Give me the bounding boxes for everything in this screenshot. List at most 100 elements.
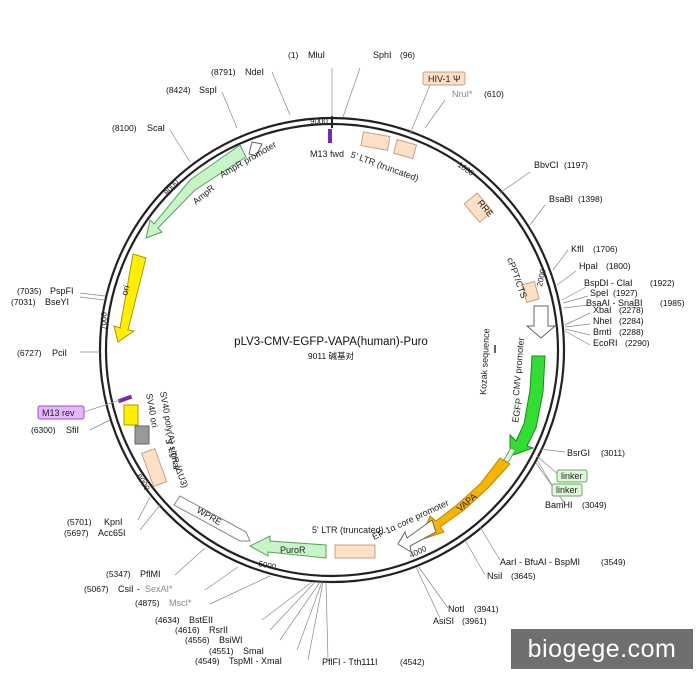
- ampr-promoter-box: [248, 141, 263, 157]
- site-tspmi-pos: (4549): [195, 656, 220, 666]
- watermark-logo: biogege.com: [511, 629, 693, 669]
- site-msci: MscI*: [169, 598, 192, 608]
- site-acc65i-pos: (5697): [64, 528, 89, 538]
- site-spei-pos: (1927): [613, 288, 638, 298]
- site-bsabi: BsaBI: [549, 194, 573, 204]
- site-sfii-pos: (6300): [31, 425, 56, 435]
- site-hpai-pos: (1800): [606, 261, 631, 271]
- site-pcii-pos: (6727): [17, 348, 42, 358]
- site-bbvci-pos: (1197): [564, 160, 588, 170]
- site-bspdi-pos: (1922): [650, 278, 675, 288]
- ltr5b-box: [334, 544, 376, 559]
- m13-fwd-marker: [328, 129, 332, 143]
- ampr-arrow: [145, 144, 247, 239]
- sv40-ori-box: [123, 404, 139, 426]
- site-nhei-pos: (2284): [619, 316, 644, 326]
- sv40-polya-label: SV40 poly(A) signal: [158, 391, 182, 471]
- site-labels: (1) MluI SphI (96) NruI* (610) BbvCI (11…: [11, 50, 685, 667]
- cppt-label: cPPT/CTS: [505, 256, 529, 299]
- site-pspfi-pos: (7035): [17, 286, 42, 296]
- egfp-label: EGFP: [510, 397, 524, 423]
- site-rsrii-pos: (4616): [175, 625, 200, 635]
- site-scai-pos: (8100): [112, 123, 137, 133]
- site-scai: ScaI: [147, 123, 165, 133]
- sv40-polya-box: [134, 425, 150, 445]
- site-bsteii-pos: (4634): [155, 615, 180, 625]
- site-noti-pos: (3941): [474, 604, 499, 614]
- site-aari: AarI - BfuAI - BspMI: [500, 557, 580, 567]
- site-csii-pos: (5067): [84, 584, 109, 594]
- site-bsrgi: BsrGI: [567, 448, 590, 458]
- tick-7000: 7000: [99, 311, 109, 330]
- site-sphi-pos: (96): [400, 50, 415, 60]
- site-ndei-pos: (8791): [211, 67, 236, 77]
- wpre-box: [173, 495, 251, 542]
- plasmid-title: pLV3-CMV-EGFP-VAPA(human)-Puro: [234, 336, 428, 348]
- site-bsiwi-pos: (4556): [185, 635, 210, 645]
- site-sphi: SphI: [373, 50, 392, 60]
- ef1a-arrow: [397, 519, 437, 554]
- ltr3-box: [140, 447, 168, 487]
- kozak-label: Kozak sequence: [478, 328, 491, 395]
- rre-box: [463, 192, 494, 224]
- site-ndei: NdeI: [245, 67, 264, 77]
- site-nrui: NruI*: [452, 89, 473, 99]
- site-msci-pos: (4875): [135, 598, 160, 608]
- ltr5-box-1: [360, 131, 391, 151]
- site-bamhi: BamHI: [545, 500, 573, 510]
- site-spei: SpeI: [590, 288, 609, 298]
- m13-rev-label: M13 rev: [42, 408, 75, 418]
- site-sexai: SexAI*: [145, 584, 173, 594]
- site-bsiwi: BsiWI: [219, 635, 243, 645]
- svg-text:-: -: [137, 584, 140, 594]
- site-bmti-pos: (2288): [619, 327, 644, 337]
- linker-2-label: linker: [556, 485, 578, 495]
- site-mlui-pos: (1): [288, 50, 299, 60]
- cmv-label: CMV promoter: [511, 337, 526, 396]
- site-bseyi: BseYI: [45, 297, 69, 307]
- m13-rev-marker: [117, 394, 133, 404]
- site-kpni: KpnI: [104, 517, 123, 527]
- linker-tag-2: [551, 483, 583, 497]
- site-bsaai-pos: (1985): [660, 298, 685, 308]
- puror-label: PuroR: [280, 545, 306, 555]
- site-ecori-pos: (2290): [625, 338, 650, 348]
- site-pflfi: PflFI - Tth111I: [322, 657, 378, 667]
- tick-2000: 2000: [535, 268, 548, 288]
- site-nsii-pos: (3645): [511, 571, 536, 581]
- site-pflmi-pos: (5347): [106, 569, 131, 579]
- site-pspfi: PspFI: [50, 286, 74, 296]
- site-sspi: SspI: [199, 85, 217, 95]
- site-nsii: NsiI: [487, 571, 503, 581]
- m13-fwd-label: M13 fwd: [310, 149, 344, 159]
- site-rsrii: RsrII: [209, 625, 228, 635]
- site-bmti: BmtI: [593, 327, 612, 337]
- site-ecori: EcoRI: [593, 338, 618, 348]
- site-bsteii: BstEII: [189, 615, 213, 625]
- site-bsaai: BsaAI - SnaBI: [586, 298, 643, 308]
- site-nrui-pos: (610): [484, 89, 504, 99]
- site-xbai: XbaI: [593, 305, 612, 315]
- site-smai-pos: (4551): [209, 646, 234, 656]
- site-mlui: MluI: [308, 50, 325, 60]
- site-bspdi: BspDI - ClaI: [584, 278, 633, 288]
- site-bsrgi-pos: (3011): [601, 448, 625, 458]
- site-acc65i: Acc65I: [98, 528, 126, 538]
- cmv-arrow: [525, 305, 557, 339]
- site-bsabi-pos: (1398): [578, 194, 603, 204]
- features: M13 fwd 5' LTR (truncated) HIV-1 Ψ RRE c…: [37, 71, 557, 559]
- site-bseyi-pos: (7031): [11, 297, 36, 307]
- site-smai: SmaI: [243, 646, 264, 656]
- plasmid-size: 9011 碱基对: [308, 351, 355, 361]
- site-bamhi-pos: (3049): [582, 500, 607, 510]
- site-bbvci: BbvCI: [534, 160, 559, 170]
- site-xbai-pos: (2278): [619, 305, 644, 315]
- site-pcii: PciI: [52, 348, 67, 358]
- site-hpai: HpaI: [579, 261, 598, 271]
- site-noti: NotI: [448, 604, 465, 614]
- ltr5-box-2: [392, 138, 418, 160]
- cppt-box: [521, 280, 540, 303]
- site-asisi-pos: (3961): [462, 616, 487, 626]
- egfp-arrow: [509, 355, 546, 457]
